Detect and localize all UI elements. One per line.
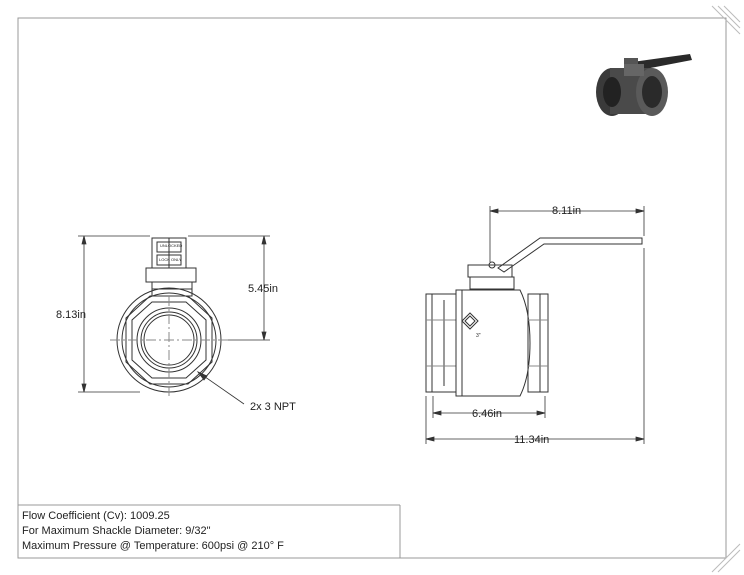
size-marking: 3" — [476, 333, 481, 339]
side-view — [425, 237, 643, 397]
stem-bonnet — [145, 267, 197, 283]
front-dimensions — [78, 235, 270, 405]
dim-ports: 2x 3 NPT — [250, 401, 296, 413]
handle-lever — [497, 237, 643, 273]
dim-body-length: 6.46in — [472, 408, 502, 420]
spec-max-pressure: Maximum Pressure @ Temperature: 600psi @… — [22, 540, 284, 552]
end-nut — [125, 295, 213, 385]
corner-marks — [711, 5, 741, 573]
diamond-logo — [461, 312, 479, 330]
spec-flow-coefficient: Flow Coefficient (Cv): 1009.25 — [22, 510, 170, 522]
left-end-connector — [425, 293, 457, 393]
sheet-border — [17, 17, 727, 559]
dim-center-height: 5.45in — [248, 283, 278, 295]
front-view — [110, 237, 228, 396]
handle-label-bottom: LOCK ONLY — [159, 257, 182, 262]
dim-overall-length: 11.34in — [514, 434, 549, 446]
right-end-connector — [527, 293, 549, 393]
handle-label-top: UNLOCKED — [160, 243, 182, 248]
dim-overall-height: 8.13in — [56, 309, 86, 321]
dim-handle-length: 8.11in — [552, 205, 581, 217]
side-dimensions — [425, 206, 645, 444]
isometric-valve-image — [596, 54, 692, 116]
valve-body — [455, 289, 531, 397]
spec-shackle-diameter: For Maximum Shackle Diameter: 9/32" — [22, 525, 211, 537]
